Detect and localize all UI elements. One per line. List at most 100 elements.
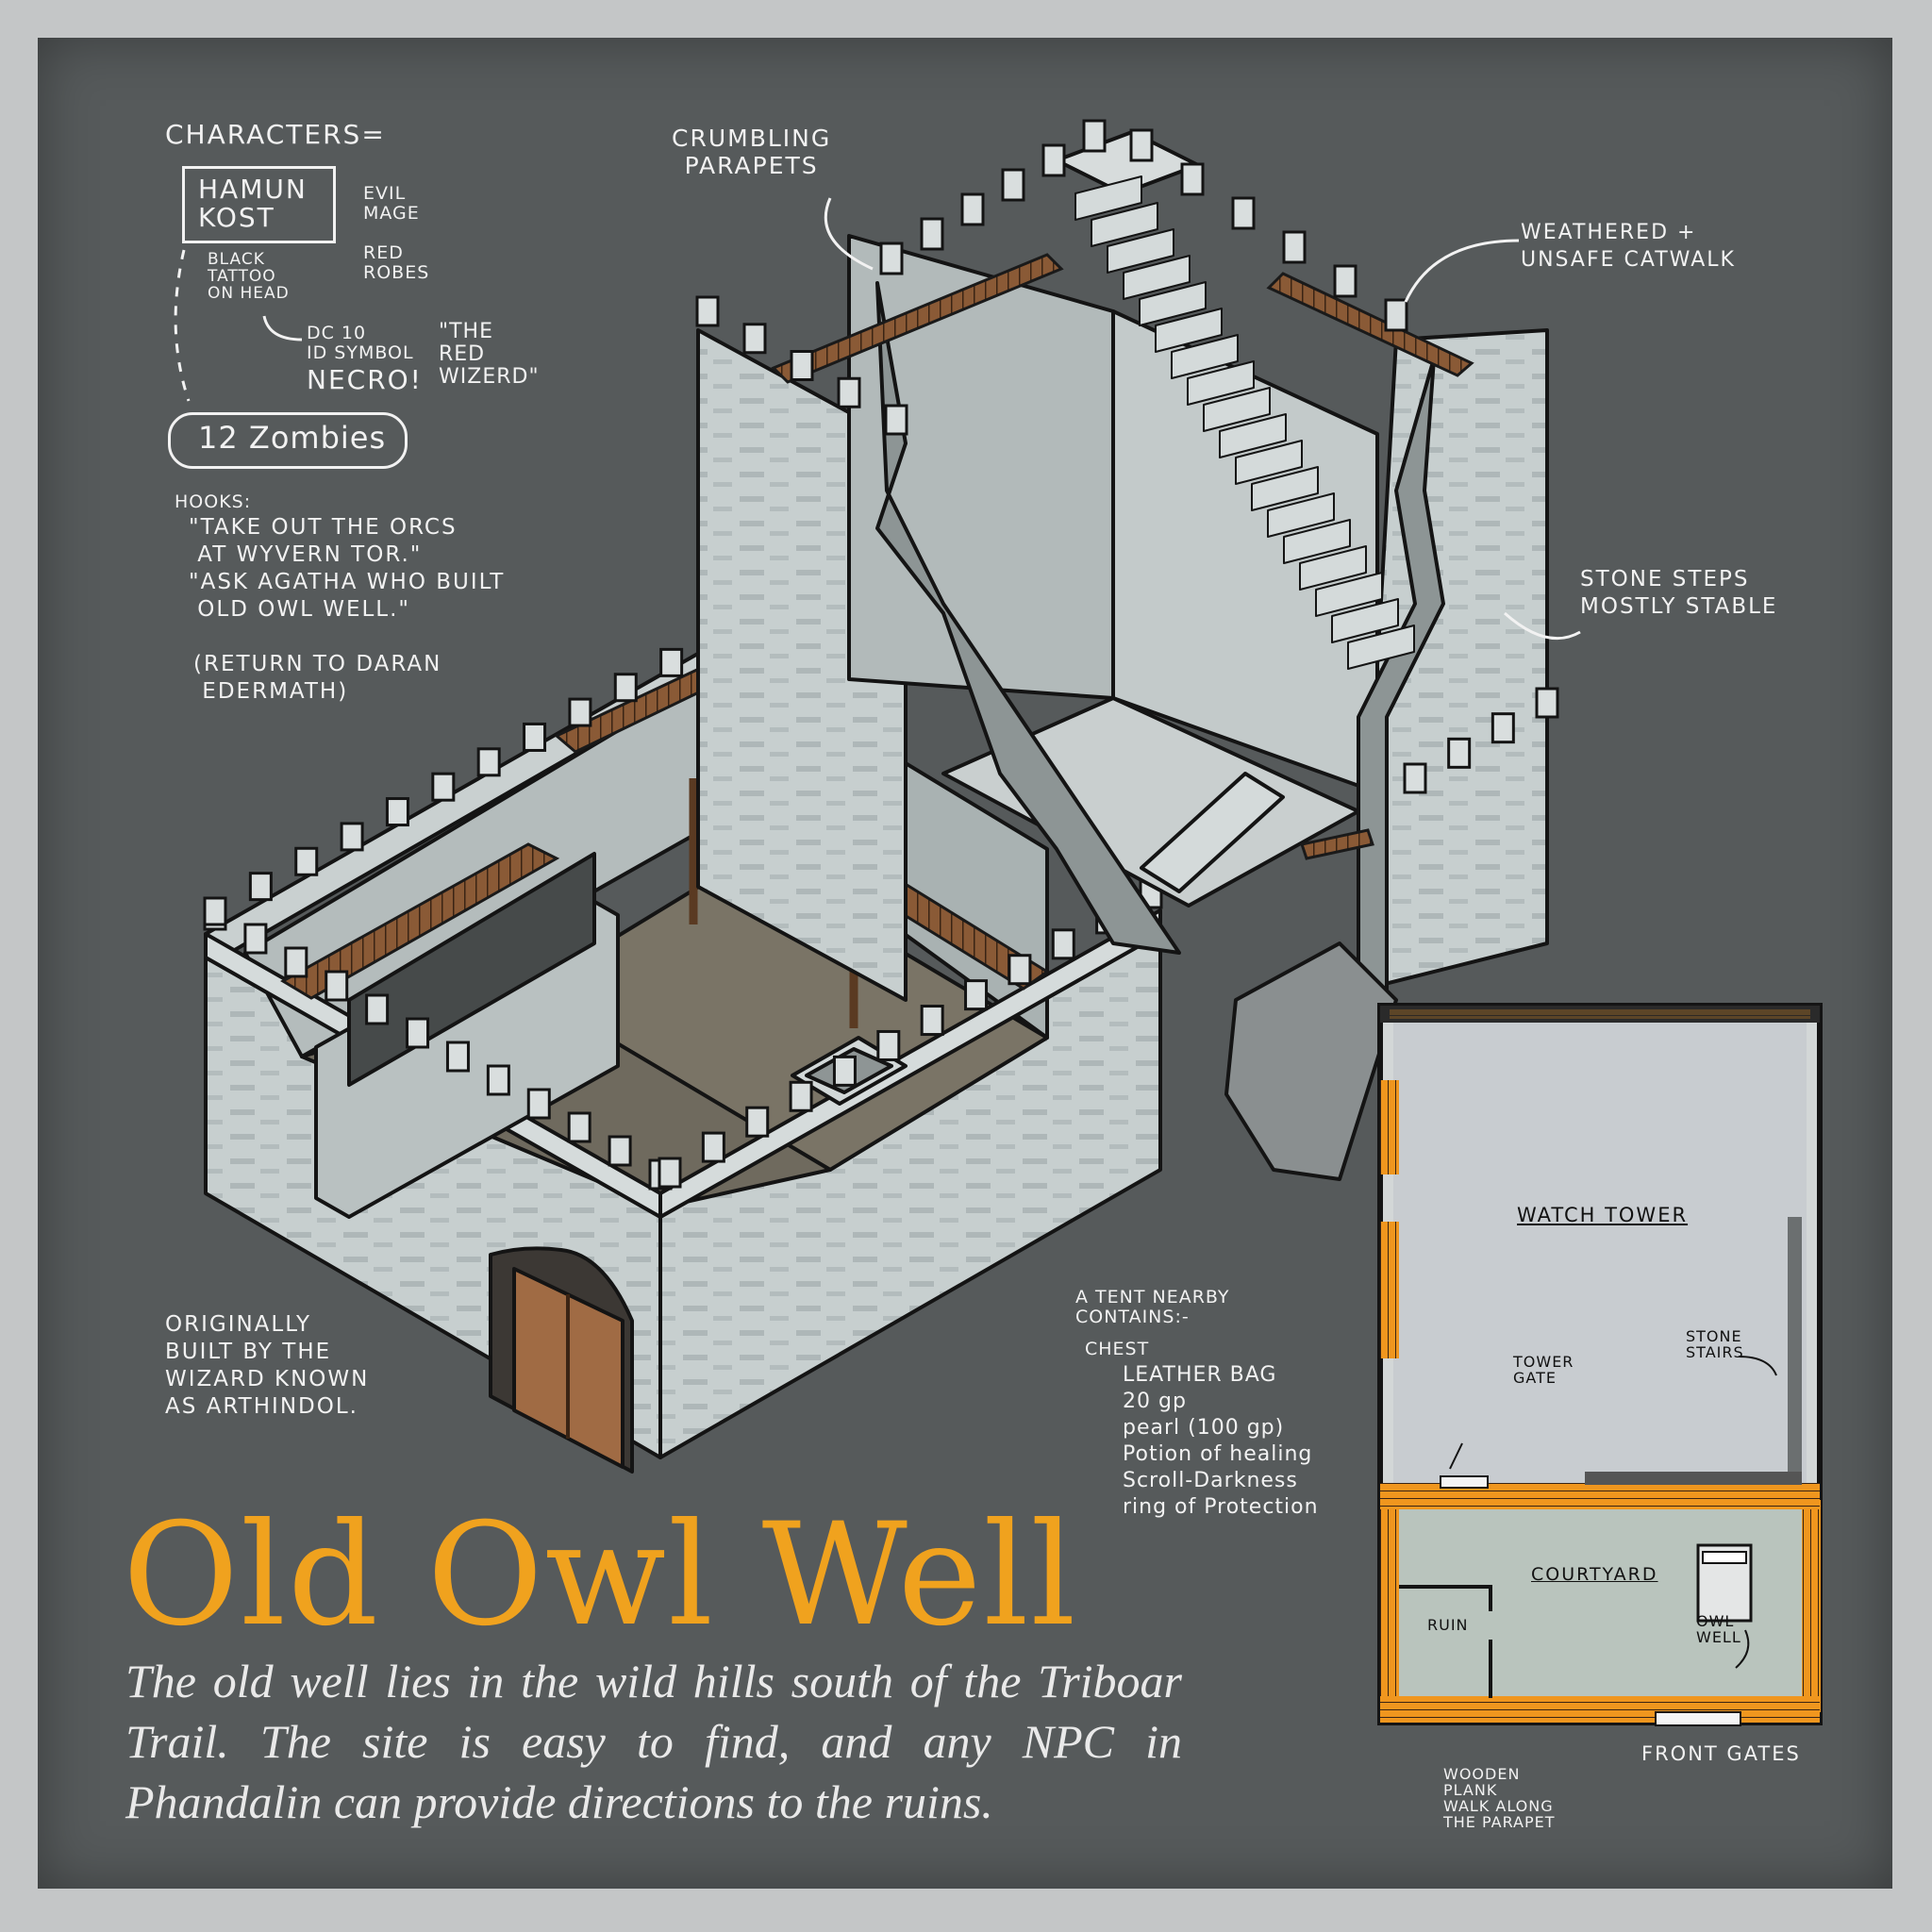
dc-note: DC 10 ID SYMBOL [307, 323, 414, 363]
merlon [960, 192, 985, 226]
arrow-parapets [824, 197, 874, 271]
floor-plan [1377, 1003, 1823, 1726]
plan-label-owl-well: OWL WELL [1696, 1612, 1741, 1646]
merlon [964, 979, 989, 1011]
merlon [1333, 264, 1357, 298]
characters-heading: CHARACTERS= [165, 119, 386, 150]
hooks-text: "TAKE OUT THE ORCS AT WYVERN TOR." "ASK … [189, 515, 506, 622]
merlon [445, 1041, 470, 1073]
merlon [1535, 687, 1559, 719]
merlon [879, 242, 904, 275]
plan-label-courtyard: COURTYARD [1531, 1564, 1658, 1585]
stair-step [1171, 334, 1239, 379]
plan-label-plank-note: WOODEN PLANK WALK ALONG THE PARAPET [1443, 1765, 1556, 1831]
stair-step [1187, 360, 1255, 406]
origin-callout: ORIGINALLY BUILT BY THE WIZARD KNOWN AS … [165, 1312, 370, 1419]
tower-crenellations [695, 119, 1559, 794]
merlon [658, 1157, 682, 1189]
merlon [325, 970, 349, 1002]
tent-chest: CHEST [1085, 1339, 1150, 1359]
catwalk-callout: WEATHERED + UNSAFE CATWALK [1521, 221, 1736, 272]
stair-step [1107, 228, 1174, 274]
tower-catwalks [771, 253, 1474, 860]
merlon [406, 1017, 430, 1049]
boss-name: HAMUN KOST [198, 174, 308, 233]
nickname-note: "THE RED WIZERD" [439, 320, 540, 389]
hooks-return-note: (RETURN TO DARAN EDERMATH) [193, 652, 442, 704]
stair-step [1123, 255, 1191, 300]
steps-callout: STONE STEPS MOSTLY STABLE [1580, 567, 1778, 619]
plan-label-watch-tower: WATCH TOWER [1517, 1204, 1689, 1226]
merlon [701, 1131, 725, 1163]
merlon [790, 350, 814, 381]
minions-note: 12 Zombies [198, 420, 387, 456]
merlon [1403, 762, 1427, 794]
merlon [567, 1111, 591, 1143]
parapets-callout: CRUMBLING PARAPETS [672, 125, 832, 179]
arrow-dc [262, 315, 303, 341]
merlon [1041, 143, 1066, 177]
merlon [884, 404, 908, 436]
stair-step [1203, 387, 1271, 432]
merlon [659, 647, 684, 677]
merlon [789, 1080, 813, 1112]
merlon [568, 697, 592, 727]
hooks-heading: HOOKS: [175, 491, 252, 512]
merlon [294, 846, 319, 876]
stair-step [1267, 492, 1335, 538]
merlon [695, 295, 720, 327]
plan-label-front-gates: FRONT GATES [1641, 1742, 1801, 1765]
merlon [742, 323, 767, 355]
bracket-line [174, 249, 191, 402]
merlon [1491, 712, 1515, 744]
plan-label-ruin: RUIN [1427, 1616, 1469, 1634]
merlon [284, 946, 308, 978]
merlon [248, 872, 273, 902]
plan-stone-stairs [1788, 1217, 1802, 1472]
merlon [1129, 128, 1154, 162]
tent-items: LEATHER BAG 20 gp pearl (100 gp) Potion … [1123, 1363, 1319, 1519]
plan-label-tower-gate: TOWER GATE [1513, 1353, 1574, 1387]
merlon [1051, 928, 1075, 960]
boss-robes: RED ROBES [363, 242, 430, 283]
merlon [243, 923, 268, 955]
plan-label-stone-stairs: STONE STAIRS [1686, 1327, 1744, 1361]
necro-note: NECRO! [307, 364, 423, 395]
merlon [613, 673, 638, 703]
merlon [1008, 954, 1032, 986]
merlon [431, 772, 456, 802]
stair-step [1091, 202, 1158, 247]
boss-type: EVIL MAGE [363, 183, 420, 224]
plan-tower-floor [1393, 1021, 1807, 1483]
merlon [920, 217, 944, 251]
merlon [1231, 196, 1256, 230]
merlon [523, 722, 547, 752]
merlon [745, 1106, 770, 1138]
merlon [365, 993, 390, 1025]
minions-box [168, 412, 408, 469]
stair-step [1299, 545, 1367, 591]
stair-step [1251, 466, 1319, 511]
map-title: Old Owl Well [123, 1493, 1078, 1657]
merlon [1384, 298, 1408, 332]
merlon [203, 896, 227, 926]
stair-step [1347, 625, 1415, 670]
plan-tower-gate [1440, 1475, 1489, 1489]
stair-step [1139, 281, 1207, 326]
arrow-steps [1504, 611, 1581, 641]
plan-front-gates [1655, 1711, 1741, 1726]
merlon [920, 1005, 944, 1037]
stair-step [1155, 308, 1223, 353]
stair-step [1283, 519, 1351, 564]
merlon [385, 797, 409, 827]
stair-step [1219, 413, 1287, 458]
plan-ruin-wall [1399, 1585, 1492, 1611]
merlon [340, 822, 364, 852]
tattoo-note: BLACK TATTOO ON HEAD [208, 250, 290, 303]
map-description: The old well lies in the wild hills sout… [125, 1655, 1182, 1828]
merlon [476, 747, 501, 777]
watch-tower [696, 130, 1549, 1181]
tent-heading: A TENT NEARBY CONTAINS:- [1075, 1287, 1230, 1327]
stair-step [1315, 572, 1383, 617]
